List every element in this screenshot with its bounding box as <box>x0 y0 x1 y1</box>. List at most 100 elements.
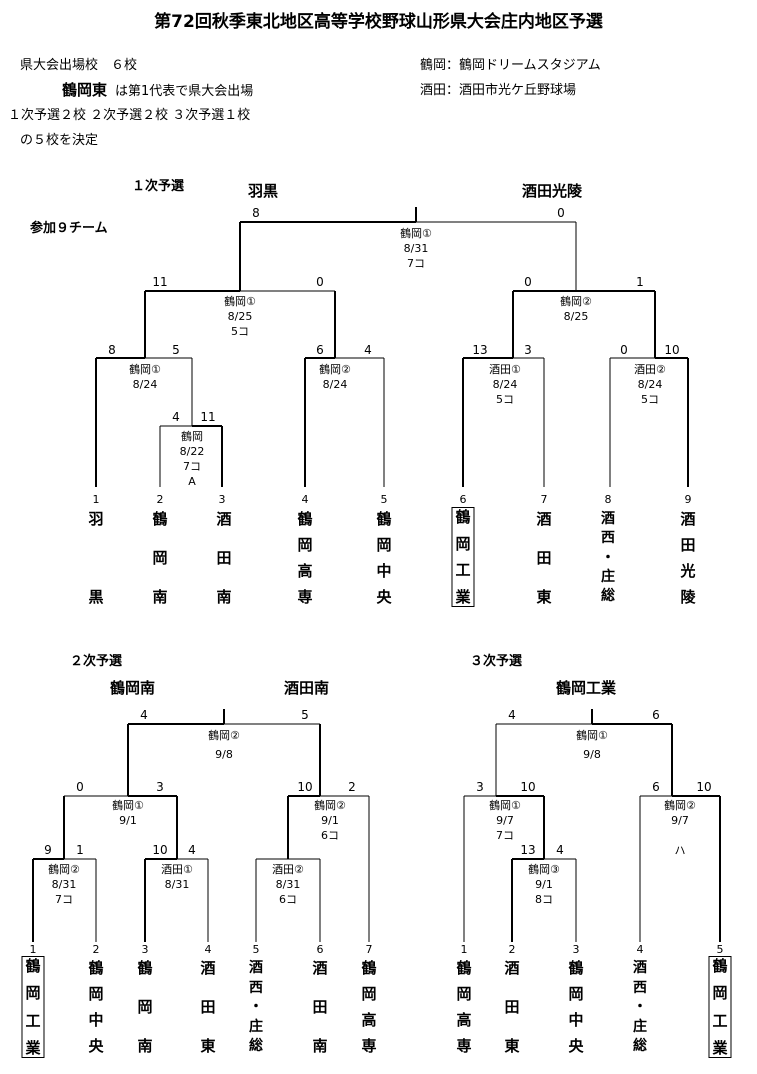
team-tsuruoka-chuo: 鶴岡中央 <box>568 959 584 1055</box>
draw-number: 2 <box>156 493 164 506</box>
draw-number: 7 <box>540 493 548 506</box>
draw-number: 2 <box>92 943 100 956</box>
draw-number: 3 <box>141 943 149 956</box>
score: 9 <box>44 843 52 857</box>
round2-winner-2: 酒田南 <box>284 679 330 697</box>
score: 0 <box>76 780 84 794</box>
draw-number: 5 <box>716 943 724 956</box>
draw-number: 4 <box>204 943 212 956</box>
score: 4 <box>508 708 516 722</box>
team-sakatanishi-shonaisogo: 酒西・庄総 <box>633 960 647 1054</box>
draw-number: 4 <box>301 493 309 506</box>
score: 4 <box>140 708 148 722</box>
score: 0 <box>557 206 565 220</box>
header-qualifiers: 県大会出場校 ６校 <box>20 58 138 73</box>
draw-number: 5 <box>252 943 260 956</box>
score: 1 <box>636 275 644 289</box>
score: 13 <box>520 843 536 857</box>
score: 4 <box>556 843 564 857</box>
representative-note: は第1代表で県大会出場 <box>115 84 254 99</box>
draw-number: 3 <box>218 493 226 506</box>
score: 10 <box>297 780 313 794</box>
team-sakata-minami: 酒田南 <box>312 959 328 1055</box>
score: 10 <box>152 843 168 857</box>
draw-number: 6 <box>459 493 467 506</box>
draw-number: 9 <box>684 493 692 506</box>
draw-number: 3 <box>572 943 580 956</box>
score: 10 <box>520 780 536 794</box>
score: 0 <box>316 275 324 289</box>
team-haguro: 羽黒 <box>88 510 104 606</box>
venue-tsuruoka: 鶴岡：鶴岡ドリームスタジアム <box>420 58 601 73</box>
score: 11 <box>152 275 168 289</box>
draw-number: 5 <box>380 493 388 506</box>
score: 10 <box>696 780 712 794</box>
round1-participants: 参加９チーム <box>30 221 108 236</box>
team-tsuruoka-kosen: 鶴岡高専 <box>297 510 313 606</box>
round2-label: ２次予選 <box>70 654 123 669</box>
score: 6 <box>652 780 660 794</box>
score: 10 <box>664 343 680 357</box>
draw-number: 7 <box>365 943 373 956</box>
team-sakata-higashi: 酒田東 <box>536 510 552 606</box>
draw-number: 1 <box>29 943 37 956</box>
round1-label: １次予選 <box>132 179 185 194</box>
score: 3 <box>524 343 532 357</box>
team-tsuruoka-kogyo: 鶴岡工業 <box>21 956 45 1058</box>
draw-number: 1 <box>460 943 468 956</box>
score: 11 <box>200 410 216 424</box>
draw-number: 4 <box>636 943 644 956</box>
header-allocation: １次予選２校 ２次予選２校 ３次予選１校 <box>8 108 251 123</box>
team-tsuruoka-chuo: 鶴岡中央 <box>376 510 392 606</box>
score: 2 <box>348 780 356 794</box>
team-tsuruoka-minami: 鶴岡南 <box>137 959 153 1055</box>
score: 3 <box>156 780 164 794</box>
team-tsuruoka-chuo: 鶴岡中央 <box>88 959 104 1055</box>
score: 5 <box>301 708 309 722</box>
score: 1 <box>76 843 84 857</box>
score: 8 <box>252 206 260 220</box>
score: 6 <box>316 343 324 357</box>
draw-number: 6 <box>316 943 324 956</box>
header-representative: 鶴岡東は第1代表で県大会出場 <box>62 79 253 100</box>
round2-winner-1: 鶴岡南 <box>110 679 156 697</box>
venue-sakata: 酒田：酒田市光ケ丘野球場 <box>420 83 577 98</box>
score: 4 <box>172 410 180 424</box>
round1-winner-2: 酒田光陵 <box>522 182 583 200</box>
score: 3 <box>476 780 484 794</box>
score: 4 <box>364 343 372 357</box>
team-sakata-higashi: 酒田東 <box>504 959 520 1055</box>
draw-number: 1 <box>92 493 100 506</box>
team-sakata-higashi: 酒田東 <box>200 959 216 1055</box>
score: 13 <box>472 343 488 357</box>
draw-number: 2 <box>508 943 516 956</box>
round3-label: ３次予選 <box>470 654 523 669</box>
team-tsuruoka-minami: 鶴岡南 <box>152 510 168 606</box>
score: 4 <box>188 843 196 857</box>
draw-number: 8 <box>604 493 612 506</box>
score: 0 <box>620 343 628 357</box>
team-sakata-minami: 酒田南 <box>216 510 232 606</box>
team-tsuruoka-kosen: 鶴岡高専 <box>361 959 377 1055</box>
representative-team: 鶴岡東 <box>62 81 108 99</box>
team-tsuruoka-kogyo: 鶴岡工業 <box>708 956 732 1058</box>
team-tsuruoka-kosen: 鶴岡高専 <box>456 959 472 1055</box>
score: 8 <box>108 343 116 357</box>
team-sakata-koryo: 酒田光陵 <box>680 510 696 606</box>
